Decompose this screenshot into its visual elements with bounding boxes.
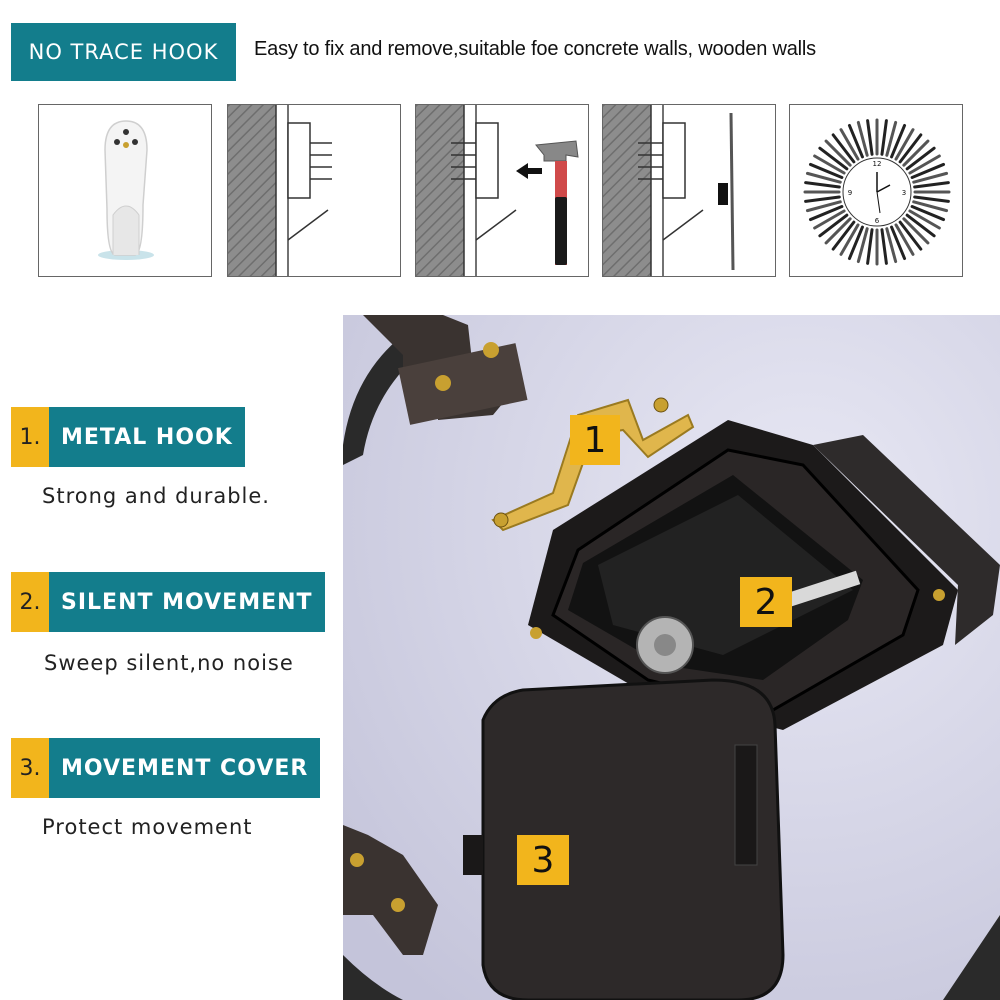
callout-badge-2: 2 (740, 577, 792, 627)
clock-ray (898, 220, 923, 251)
clock-ray (902, 217, 930, 245)
clock-ray (880, 119, 888, 156)
clock-ray (856, 227, 869, 264)
clock-ray (912, 171, 949, 184)
clock-ray (847, 123, 864, 159)
clock-ray (890, 123, 907, 159)
feature-number: 1. (11, 407, 49, 467)
clock-ray (805, 200, 842, 213)
clock-movement-illustration (343, 315, 1000, 1000)
feature-label: MOVEMENT COVER (49, 738, 321, 798)
feature-description: Protect movement (42, 815, 253, 839)
feature-label: SILENT MOVEMENT (49, 572, 325, 632)
clock-ray (824, 139, 852, 167)
clock-ray (894, 223, 915, 256)
step-panel-hammer (415, 104, 589, 277)
clock-ray (913, 181, 950, 189)
feature-silent-movement: 2. SILENT MOVEMENT (11, 572, 325, 632)
clock-ray (902, 139, 930, 167)
feature-number: 3. (11, 738, 49, 798)
callout-badge-3: 3 (517, 835, 569, 885)
clock-ray (908, 154, 941, 175)
clock-ray (813, 154, 846, 175)
step-panel-hook (38, 104, 212, 277)
feature-number: 2. (11, 572, 49, 632)
clock-ray (805, 171, 842, 184)
hook-icon (98, 120, 154, 260)
feature-description: Strong and durable. (42, 484, 270, 508)
clock-back-photo: 1 2 3 (343, 315, 1000, 1000)
clock-ray (910, 205, 946, 222)
callout-badge-1: 1 (570, 415, 620, 465)
clock-ray (804, 181, 841, 189)
clock-ray (910, 162, 946, 179)
clock-ray (813, 209, 846, 230)
feature-movement-cover: 3. MOVEMENT COVER (11, 738, 321, 798)
feature-label: METAL HOOK (49, 407, 245, 467)
clock-ray (804, 195, 841, 203)
hook-description: Easy to fix and remove,suitable foe conc… (254, 38, 816, 60)
hanging-icon (603, 105, 735, 276)
clock-ray (839, 223, 860, 256)
clock-ray (885, 227, 898, 264)
svg-text:3: 3 (902, 189, 906, 197)
clock-ray (808, 162, 844, 179)
clock-ray (866, 228, 874, 265)
clock-ray (908, 209, 941, 230)
clock-ray (898, 133, 923, 164)
svg-text:12: 12 (873, 160, 882, 168)
clock-ray (866, 119, 874, 156)
no-trace-hook-tag: NO TRACE HOOK (11, 23, 236, 81)
svg-text:9: 9 (848, 189, 852, 197)
step-panel-clock: 12 6 9 3 (789, 104, 963, 277)
feature-description: Sweep silent,no noise (44, 651, 294, 675)
clock-icon: 12 6 9 3 (803, 118, 951, 266)
clock-ray (880, 228, 888, 265)
wall-hook-icon (228, 105, 332, 276)
clock-ray (890, 225, 907, 261)
step-panel-hanging (602, 104, 776, 277)
clock-ray (818, 146, 849, 171)
clock-ray (818, 213, 849, 238)
step-panel-wall (227, 104, 401, 277)
feature-metal-hook: 1. METAL HOOK (11, 407, 245, 467)
clock-ray (856, 120, 869, 157)
hammer-icon (416, 105, 579, 276)
clock-ray (885, 120, 898, 157)
clock-ray (847, 225, 864, 261)
svg-text:6: 6 (875, 217, 880, 225)
clock-ray (808, 205, 844, 222)
clock-ray (905, 146, 936, 171)
clock-ray (831, 133, 856, 164)
clock-ray (912, 200, 949, 213)
clock-ray (913, 195, 950, 203)
clock-ray (824, 217, 852, 245)
clock-ray (905, 213, 936, 238)
clock-ray (894, 128, 915, 161)
clock-ray (831, 220, 856, 251)
clock-ray (839, 128, 860, 161)
